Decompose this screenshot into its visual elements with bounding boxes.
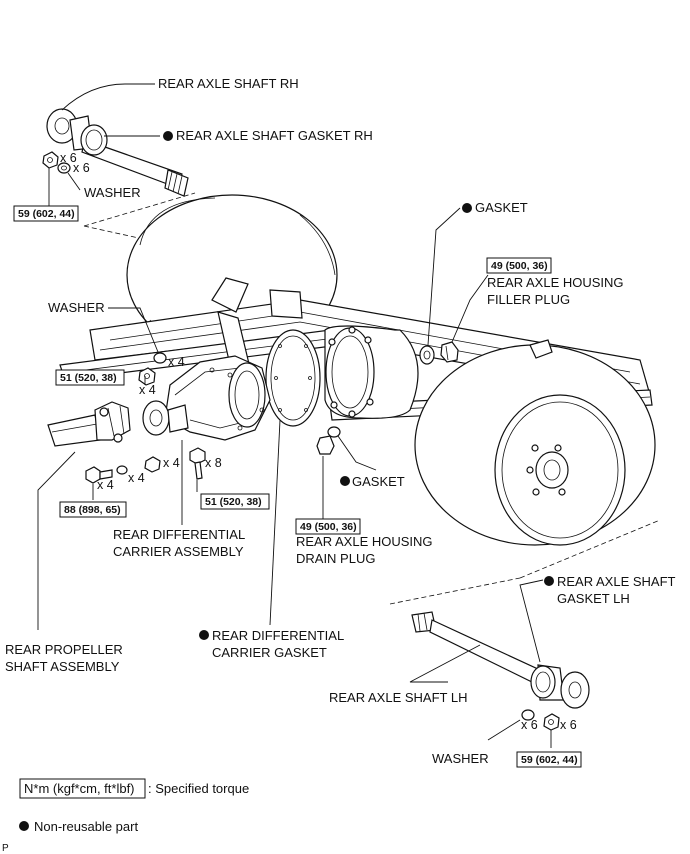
prop-bolt	[85, 466, 113, 484]
prop-washer	[116, 465, 128, 475]
lh-axle-shaft	[411, 611, 590, 709]
leader-top-gasket	[427, 207, 461, 346]
right-wheel	[414, 339, 656, 546]
label-propeller-1: REAR PROPELLER	[5, 642, 123, 657]
rh-nut	[42, 151, 59, 169]
torque-box-rh-nut: 59 (602, 44)	[13, 205, 79, 222]
qty-carrier-washer: x 4	[168, 355, 185, 369]
legend-nonreusable: Non-reusable part	[34, 819, 138, 834]
label-rear-axle-shaft-rh: REAR AXLE SHAFT RH	[158, 76, 299, 91]
drain-plug-gasket	[327, 426, 341, 438]
lh-shaft-guide-line-2	[519, 519, 661, 579]
corner-mark: P	[2, 843, 9, 854]
nonreusable-dot-lh-gasket	[544, 576, 554, 586]
torque-carrier-bolt: 51 (520, 38)	[205, 496, 262, 508]
torque-box-drain-plug: 49 (500, 36)	[295, 518, 361, 535]
label-lh-gasket-2: GASKET LH	[557, 591, 630, 606]
torque-box-lh-nut: 59 (602, 44)	[516, 751, 582, 768]
carrier-nut	[138, 367, 156, 386]
label-drain-plug-2: DRAIN PLUG	[296, 551, 375, 566]
qty-lh-nut: x 6	[560, 718, 577, 732]
qty-carrier-bolt: x 8	[205, 456, 222, 470]
nonreusable-dot-drain-gasket	[340, 476, 350, 486]
qty-carrier-nut: x 4	[139, 383, 156, 397]
nonreusable-dot-legend	[19, 821, 29, 831]
label-diff-gasket-2: CARRIER GASKET	[212, 645, 327, 660]
qty-rh-washer: x 6	[73, 161, 90, 175]
legend: N*m (kgf*cm, ft*lbf) : Specified torque …	[19, 778, 249, 834]
torque-propeller-bolt: 88 (898, 65)	[64, 504, 121, 516]
torque-box-carrier-nut: 51 (520, 38)	[55, 369, 125, 386]
label-lh-gasket-1: REAR AXLE SHAFT	[557, 574, 676, 589]
lh-nut	[543, 713, 560, 731]
propeller-shaft	[47, 401, 131, 447]
nonreusable-dot-rh-gasket	[163, 131, 173, 141]
carrier-washer	[153, 352, 167, 364]
qty-prop-washer: x 4	[128, 471, 145, 485]
lh-axle-shaft-gasket	[530, 665, 556, 699]
torque-lh-nut: 59 (602, 44)	[521, 754, 578, 766]
diff-carrier-assembly	[142, 355, 271, 441]
label-rear-axle-shaft-lh: REAR AXLE SHAFT LH	[329, 690, 467, 705]
torque-drain-plug: 49 (500, 36)	[300, 521, 357, 533]
leader-propeller	[37, 451, 76, 630]
label-propeller-2: SHAFT ASSEMBLY	[5, 659, 120, 674]
label-gasket-top: GASKET	[475, 200, 528, 215]
label-washer-bottom: WASHER	[432, 751, 489, 766]
nonreusable-dot-top-gasket	[462, 203, 472, 213]
filler-plug-gasket	[419, 345, 435, 365]
label-drain-plug-1: REAR AXLE HOUSING	[296, 534, 433, 549]
qty-prop-bolt: x 4	[97, 478, 114, 492]
prop-nut	[144, 456, 161, 473]
lh-shaft-guide-line	[389, 577, 521, 605]
label-diff-carrier-2: CARRIER ASSEMBLY	[113, 544, 244, 559]
label-diff-carrier-1: REAR DIFFERENTIAL	[113, 527, 245, 542]
qty-lh-washer: x 6	[521, 718, 538, 732]
nonreusable-dot-diff-gasket	[199, 630, 209, 640]
leader-lh-shaft	[409, 644, 481, 683]
leader-diff-gasket	[269, 419, 281, 626]
leader-drain-gasket	[337, 435, 377, 471]
drain-plug	[316, 435, 335, 455]
label-filler-plug-2: FILLER PLUG	[487, 292, 570, 307]
torque-box-propeller-bolt: 88 (898, 65)	[59, 501, 127, 518]
rh-axle-shaft	[46, 108, 189, 197]
label-washer-top: WASHER	[84, 185, 141, 200]
torque-carrier-nut: 51 (520, 38)	[60, 372, 117, 384]
qty-rh-nut: x 6	[60, 151, 77, 165]
diff-carrier-gasket	[265, 329, 321, 427]
leader-rh-washer	[67, 172, 81, 191]
leader-rh-shaft	[61, 83, 155, 111]
legend-torque-desc: : Specified torque	[148, 781, 249, 796]
shock-absorber	[211, 277, 303, 369]
legend-torque-box	[19, 778, 146, 799]
label-gasket-drain: GASKET	[352, 474, 405, 489]
lh-washer	[521, 709, 535, 721]
rh-shaft-guide-line	[83, 192, 196, 227]
legend-torque-unit: N*m (kgf*cm, ft*lbf)	[24, 781, 135, 796]
carrier-bolt	[189, 447, 206, 480]
torque-box-carrier-bolt: 51 (520, 38)	[200, 493, 270, 510]
torque-box-filler-plug: 49 (500, 36)	[486, 257, 552, 274]
label-washer-mid: WASHER	[48, 300, 105, 315]
housing-bowl	[324, 325, 419, 419]
torque-rh-nut: 59 (602, 44)	[18, 208, 75, 220]
leader-mid-washer	[108, 307, 159, 353]
leader-filler-plug	[451, 274, 489, 343]
leader-lh-washer	[487, 719, 521, 741]
label-rear-axle-shaft-gasket-rh: REAR AXLE SHAFT GASKET RH	[176, 128, 373, 143]
qty-prop-nut: x 4	[163, 456, 180, 470]
rh-axle-shaft-gasket	[80, 124, 108, 156]
leader-lh-gasket	[519, 579, 544, 663]
label-filler-plug-1: REAR AXLE HOUSING	[487, 275, 624, 290]
torque-filler-plug: 49 (500, 36)	[491, 260, 548, 272]
rh-washer	[57, 162, 71, 174]
label-diff-gasket-1: REAR DIFFERENTIAL	[212, 628, 344, 643]
